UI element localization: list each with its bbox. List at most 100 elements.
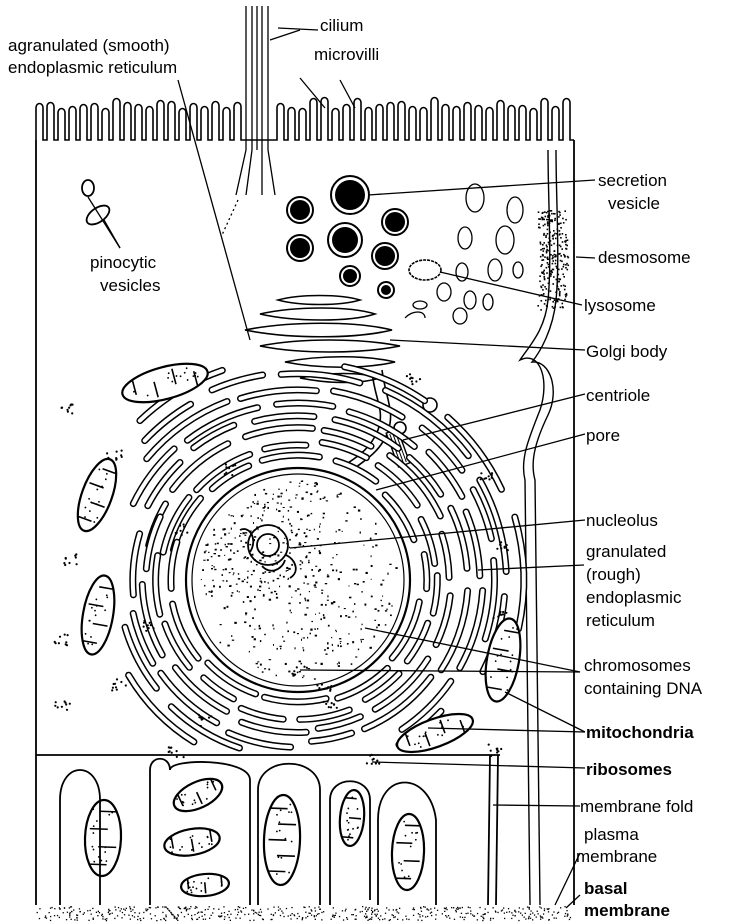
ribosome-dot [143, 622, 145, 624]
basal-dot [64, 908, 65, 909]
chromatin-dot [387, 573, 388, 575]
ribosome-dot [500, 541, 502, 543]
ribosome-dot [111, 689, 113, 691]
chromatin-dot [288, 578, 289, 579]
chromatin-dot [202, 569, 204, 571]
basal-dot [466, 913, 467, 914]
chromatin-dot [277, 502, 279, 503]
chromatin-dot [340, 572, 343, 574]
basal-dot [230, 914, 231, 915]
chromatin-dot [347, 512, 349, 514]
basal-dot [174, 918, 175, 919]
basal-dot [530, 910, 531, 911]
chromatin-dot [338, 665, 340, 667]
desmosome-dot [564, 299, 566, 301]
basal-dot [209, 906, 210, 907]
basal-dot [527, 906, 528, 907]
desmosome-dot [554, 218, 556, 220]
basal-dot [118, 907, 119, 908]
leader-lines [88, 28, 595, 908]
desmosome-dot [565, 267, 567, 269]
chromatin-dot [307, 484, 309, 485]
basal-dot [126, 908, 127, 909]
basal-dot [245, 907, 246, 908]
ribosome-dot [106, 452, 108, 454]
ribosome-dot [148, 627, 150, 629]
chromatin-dot [213, 534, 215, 536]
chromatin-dot [281, 503, 282, 505]
basal-dot [164, 906, 165, 907]
basal-dot [365, 907, 366, 908]
desmosome-dot [541, 300, 543, 302]
basal-dot [45, 917, 46, 918]
basal-dot [445, 915, 446, 916]
desmosome-dot [555, 302, 557, 304]
basal-dot [524, 917, 525, 918]
ribosome-dot [63, 562, 65, 564]
desmosome-dot [554, 306, 556, 308]
desmosome-dot [547, 259, 549, 261]
chromatin-dot [371, 596, 373, 598]
chromatin-dot [361, 628, 362, 630]
desmosome-dot [557, 301, 559, 303]
ribosome-dot [293, 674, 295, 676]
basal-dot [45, 915, 46, 916]
basal-dot [355, 909, 356, 910]
desmosome-dot [558, 223, 560, 225]
ribosome-dot [326, 688, 328, 690]
basal-dot [132, 915, 133, 916]
chromatin-dot [207, 559, 209, 561]
basal-dot [179, 908, 180, 909]
basal-dot [446, 909, 447, 910]
chromatin-dot [225, 544, 226, 546]
microvilli-fringe [36, 98, 574, 141]
chromatin-dot [279, 586, 280, 588]
basal-dot [542, 917, 543, 918]
basal-dot [59, 907, 60, 908]
basal-dot [540, 915, 541, 916]
basal-dot [314, 907, 315, 908]
er-cisterna-outline [365, 677, 431, 729]
chromatin-dot [244, 621, 246, 623]
chromatin-dot [205, 550, 206, 551]
basal-dot [302, 919, 303, 920]
desmosome-dot [559, 234, 561, 236]
chromatin-dot [231, 515, 233, 516]
chromatin-dot [268, 582, 269, 584]
chromatin-dot [277, 578, 280, 579]
label-plasma-line1: plasma [584, 825, 639, 844]
desmosome-dot [542, 254, 544, 256]
basal-dot [205, 919, 206, 920]
chromatin-dot [302, 480, 304, 481]
ribosome-dot [225, 463, 227, 465]
ribosome-dot [65, 641, 67, 643]
ribosome-dot [504, 546, 506, 548]
chromatin-dot [239, 591, 240, 592]
chromatin-dot [249, 625, 251, 627]
chromatin-dot [302, 562, 304, 564]
chromatin-dot [288, 671, 290, 673]
chromatin-dot [288, 510, 289, 512]
desmosome-dot [549, 258, 551, 260]
basal-dot [483, 914, 484, 915]
chromatin-dot [323, 614, 324, 616]
chromatin-dot [313, 575, 315, 577]
basal-dot [399, 908, 400, 909]
chromatin-dot [227, 606, 229, 608]
basal-dot [224, 919, 225, 920]
basal-dot [184, 916, 185, 917]
basal-dot [273, 915, 274, 916]
ribosome-dot [183, 526, 185, 528]
basal-dot [431, 915, 432, 916]
desmosome-dot [543, 242, 545, 244]
basal-dot [109, 910, 110, 911]
label-ribosomes: ribosomes [586, 760, 672, 779]
chromatin-dot [212, 565, 213, 566]
desmosome-dot [547, 221, 549, 223]
basal-dot [263, 919, 264, 920]
chromatin-dot [304, 614, 307, 616]
basal-dot [457, 907, 458, 908]
chromatin-dot [203, 560, 205, 561]
basal-dot [228, 911, 229, 912]
basal-dot [382, 919, 383, 920]
